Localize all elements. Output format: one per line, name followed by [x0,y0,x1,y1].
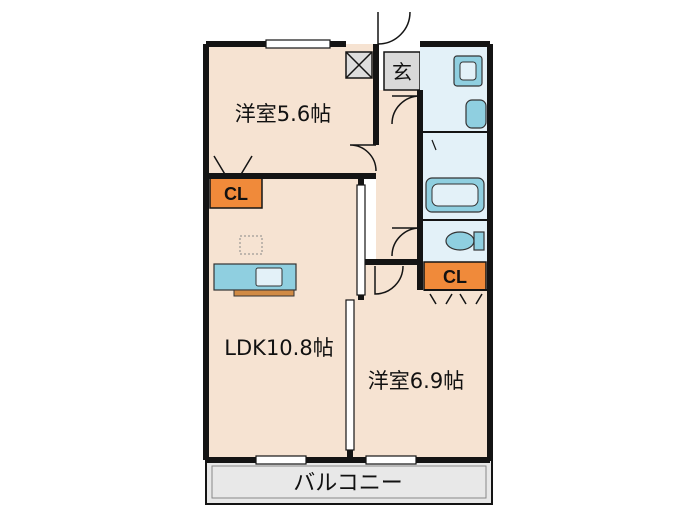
ldk-label: LDK10.8帖 [224,336,333,360]
door-room-2 [374,265,404,295]
kitchen-cabinet [233,289,295,297]
window-room-1 [265,39,331,49]
western-room-1-label: 洋室5.6帖 [235,102,331,126]
door-toilet [391,227,421,257]
sink-icon [465,99,487,129]
door-washroom [391,95,421,125]
front-door [377,11,411,45]
sliding-door [356,184,366,296]
balcony-area [205,459,493,505]
entrance-label: 玄 [392,60,412,84]
balcony-label: バルコニー [293,471,403,496]
ldk-floor [206,176,361,458]
kitchen-sink-icon [255,267,283,287]
western-room-2-floor [361,262,490,458]
closet-2-box [423,261,487,291]
kitchen-counter [213,263,297,291]
toilet-icon [445,231,475,251]
hallway-floor [376,90,420,262]
closet-2-doors [429,293,483,305]
closet-2-label: CL [443,267,467,287]
western-room-2-label: 洋室6.9帖 [368,369,464,393]
closet-1-doors [213,155,253,177]
closet-1-box [209,177,263,209]
window-room-2 [365,455,417,465]
closet-1-label: CL [224,184,248,204]
door-room-1 [349,144,377,172]
balcony-rail [211,465,487,499]
entrance-area [383,51,421,91]
window-ldk [255,455,307,465]
